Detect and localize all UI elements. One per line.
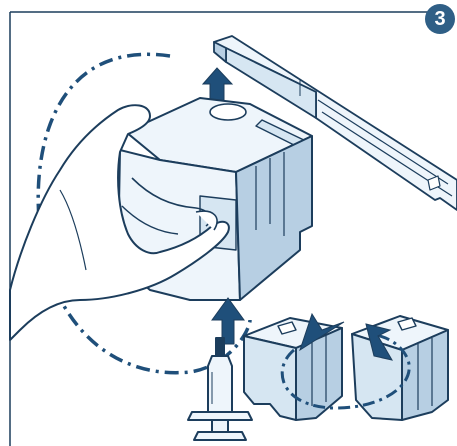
- rotate-arrow-left: [299, 312, 345, 352]
- insert-up-arrow: [211, 297, 245, 345]
- printer-rail: [213, 35, 457, 211]
- syringe-tool: [187, 337, 253, 441]
- step-number-badge: 3: [425, 4, 455, 34]
- rotate-arrow-right: [365, 323, 394, 361]
- hand: [9, 104, 230, 341]
- rotation-path-small: [280, 332, 411, 410]
- ink-cartridge: [117, 97, 313, 301]
- frame-border: [9, 11, 432, 446]
- small-cartridge-left: [243, 317, 343, 421]
